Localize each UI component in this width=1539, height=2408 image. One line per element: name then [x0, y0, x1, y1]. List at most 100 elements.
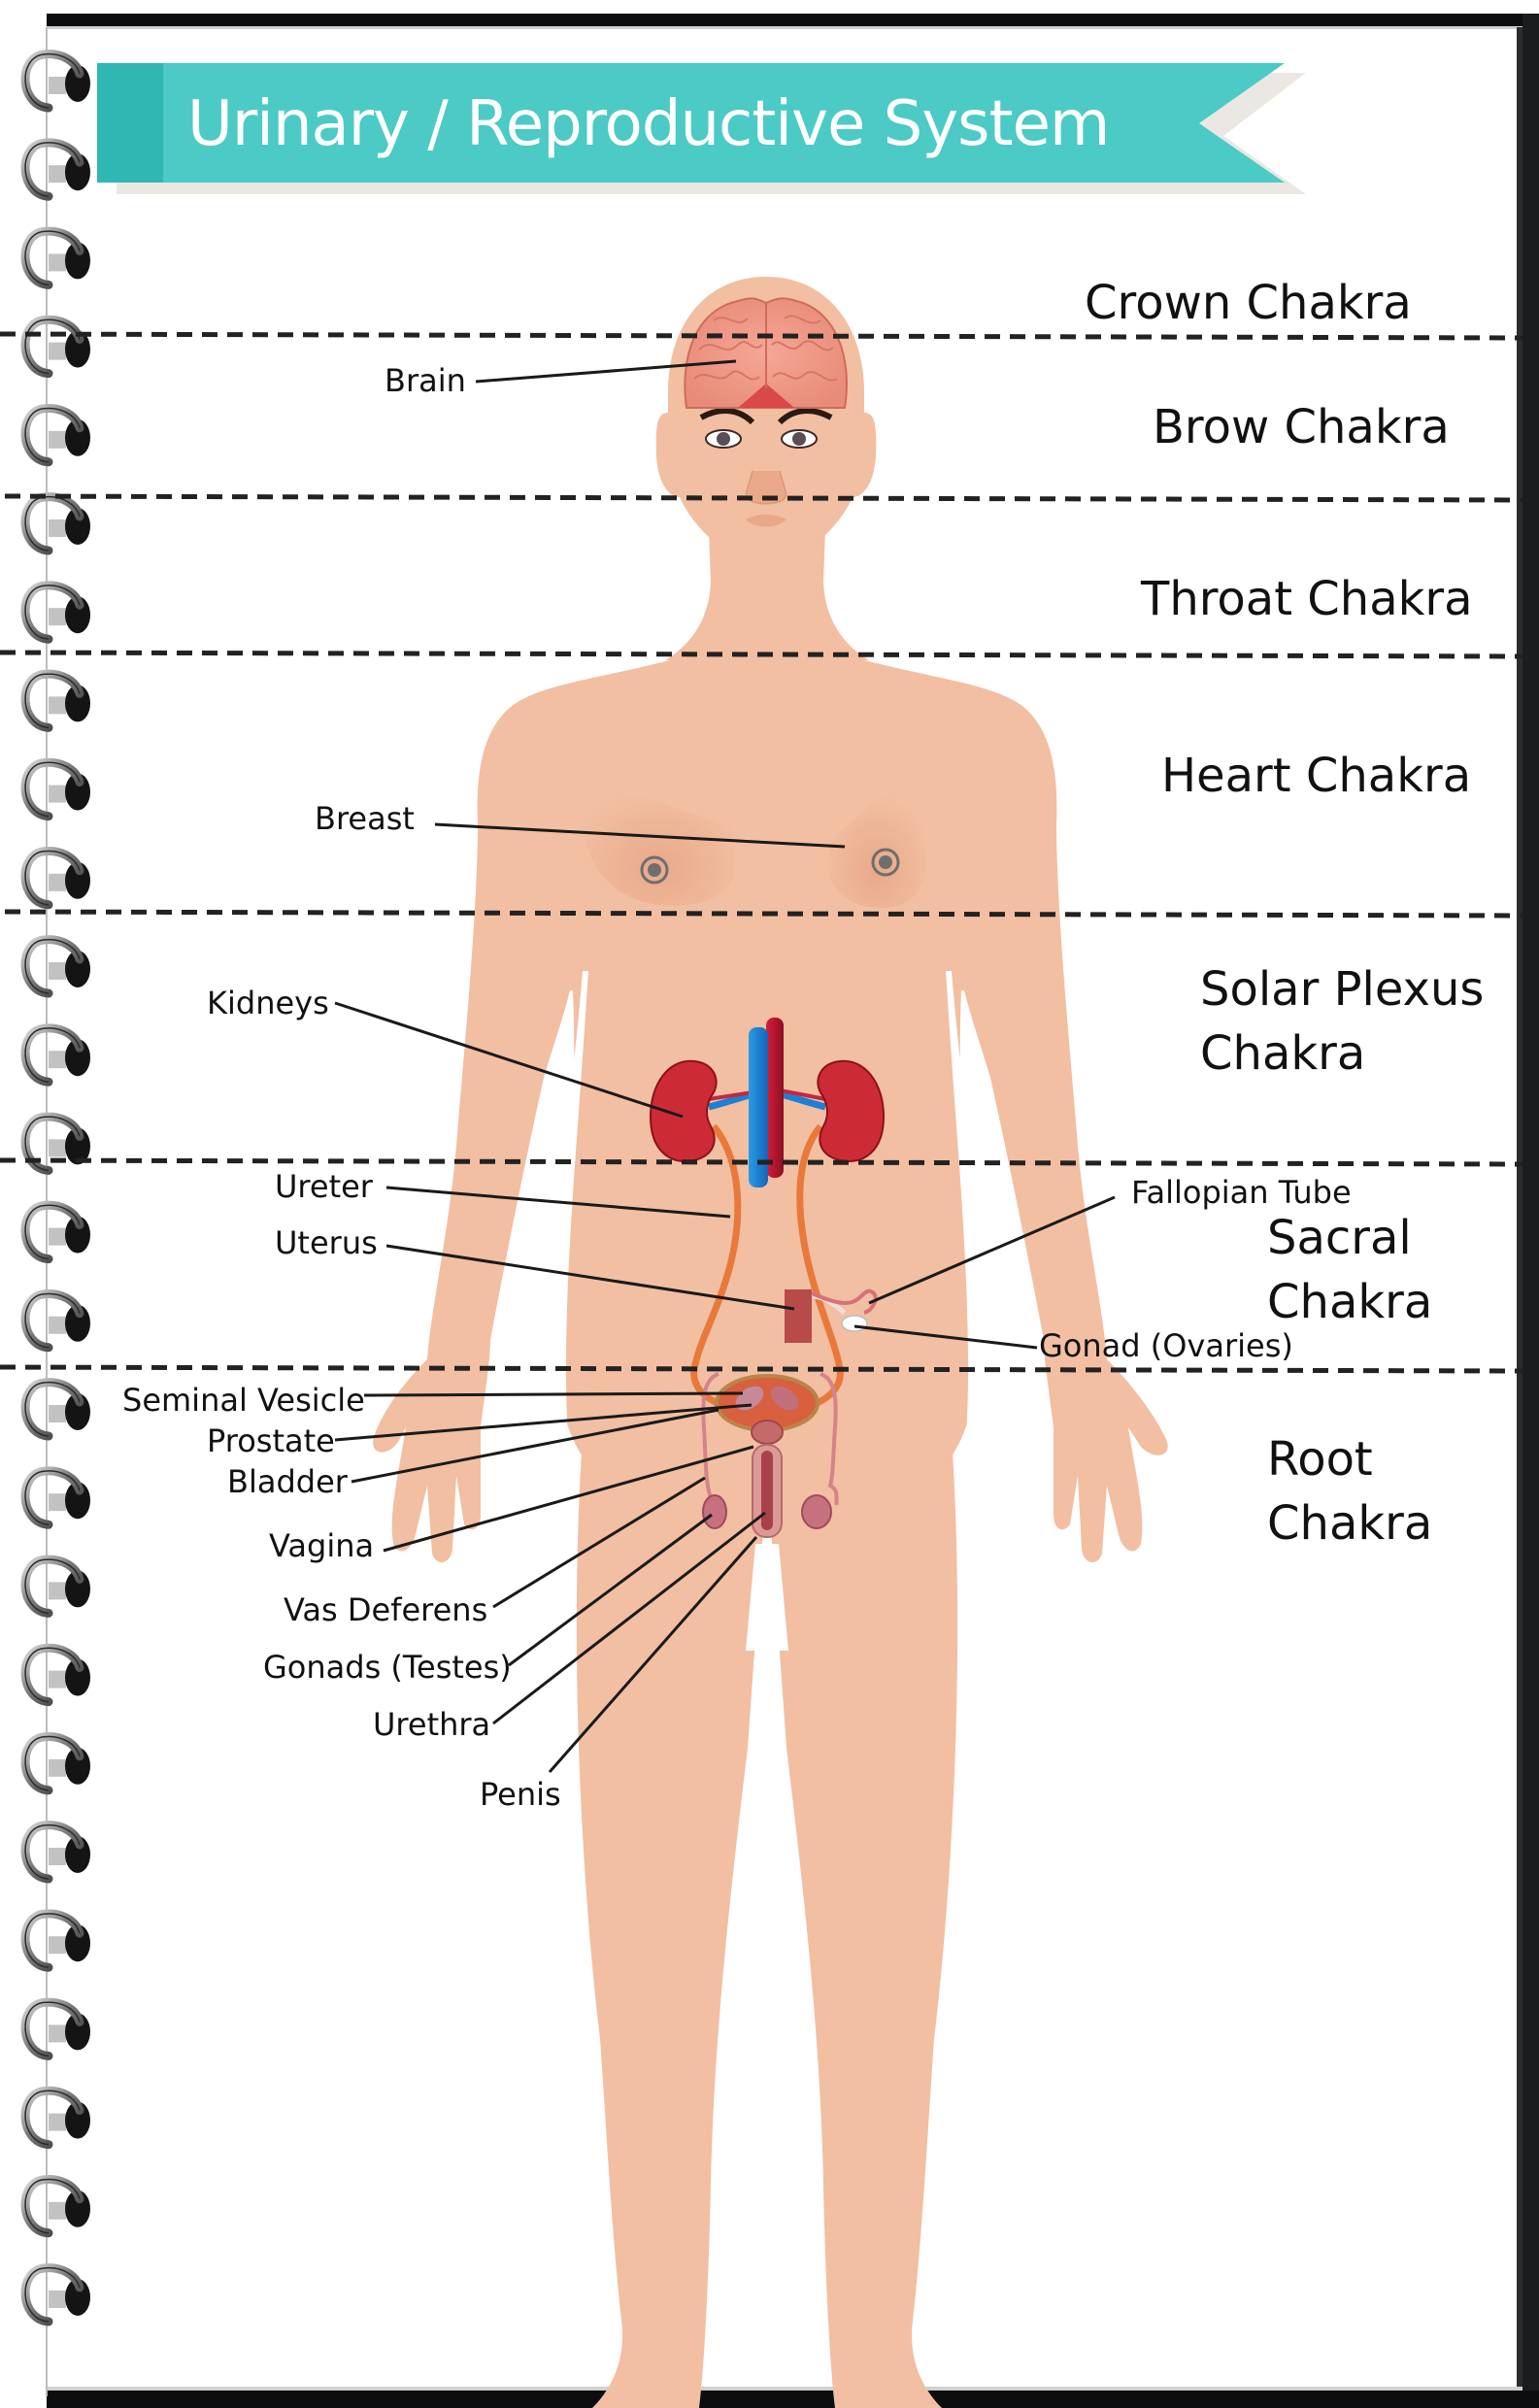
chakra-crown-line-1: Crown Chakra	[1085, 276, 1412, 330]
chakra-label-solar-plexus: Solar Plexus Chakra	[1200, 957, 1484, 1086]
chakra-sacral-line-2: Chakra	[1267, 1275, 1433, 1329]
chakra-solar-plexus-line-2: Chakra	[1200, 1026, 1366, 1081]
spiral-ring-icon	[20, 315, 90, 379]
label-ureter: Ureter	[275, 1168, 373, 1205]
label-prostate: Prostate	[207, 1422, 335, 1459]
spiral-ring-icon	[20, 1732, 90, 1795]
chakra-dividers	[0, 331, 1523, 1374]
chakra-label-crown: Crown Chakra	[1085, 271, 1412, 335]
spiral-ring-icon	[20, 847, 90, 910]
divider-heart-solar	[4, 909, 1523, 919]
leader-vagina	[383, 1445, 754, 1553]
divider-sacral-root	[0, 1364, 1523, 1374]
spiral-ring-icon	[20, 1466, 90, 1529]
leader-lines	[334, 359, 1116, 1773]
right-iris	[792, 432, 806, 446]
label-urethra: Urethra	[373, 1706, 491, 1743]
leader-penis	[548, 1536, 758, 1773]
fallopian-tube	[811, 1288, 878, 1315]
label-gonad-ovaries: Gonad (Ovaries)	[1039, 1327, 1293, 1364]
leader-vas-deferens	[492, 1476, 706, 1609]
spiral-ring-icon	[20, 138, 90, 201]
prostate	[751, 1420, 784, 1445]
divider-brow-throat	[4, 493, 1523, 503]
leader-testes	[508, 1513, 713, 1667]
label-kidneys: Kidneys	[207, 985, 329, 1021]
seminal-vesicle-right	[770, 1386, 799, 1411]
chakra-label-sacral: Sacral Chakra	[1267, 1206, 1432, 1334]
right-nipple	[871, 848, 900, 877]
left-iris	[717, 432, 730, 446]
notebook-frame-bottom-edge	[47, 2387, 1522, 2391]
right-testis	[801, 1494, 832, 1529]
notebook-spine	[46, 27, 48, 2396]
vas-deferens-right	[820, 1372, 839, 1506]
leader-seminal-vesicle	[363, 1391, 744, 1397]
spiral-ring-icon	[20, 492, 90, 555]
right-eyebrow	[777, 408, 833, 425]
spiral-ring-icon	[20, 226, 90, 289]
mouth	[746, 514, 786, 527]
label-breast: Breast	[315, 800, 415, 837]
divider-solar-sacral	[0, 1157, 1523, 1167]
leader-ovaries	[853, 1324, 1038, 1350]
binding-rings	[20, 50, 90, 2326]
spiral-ring-icon	[20, 404, 90, 467]
divider-throat-heart	[0, 650, 1523, 659]
ovary	[841, 1315, 868, 1332]
chakra-heart-line-1: Heart Chakra	[1161, 749, 1472, 803]
spiral-ring-icon	[20, 757, 90, 821]
left-kidney	[649, 1059, 718, 1162]
chakra-solar-plexus-line-1: Solar Plexus	[1200, 962, 1485, 1017]
aorta	[766, 1018, 784, 1178]
spiral-ring-icon	[20, 1023, 90, 1087]
right-kidney	[817, 1059, 886, 1162]
left-leg	[576, 1437, 767, 2408]
brain	[684, 297, 848, 409]
leader-breast	[434, 822, 846, 849]
notebook-frame-top-edge	[47, 26, 1522, 29]
divider-crown-brow	[0, 331, 1523, 341]
left-arm	[373, 704, 578, 1563]
right-arm-gap	[946, 971, 988, 1437]
spiral-ring-icon	[20, 2175, 90, 2238]
left-ureter	[690, 1123, 742, 1412]
spiral-ring-icon	[20, 50, 90, 113]
leader-prostate	[334, 1403, 753, 1442]
chakra-root-line-1: Root	[1267, 1432, 1373, 1487]
crotch-gap	[746, 1544, 788, 1651]
spiral-ring-icon	[20, 581, 90, 644]
spiral-ring-icon	[20, 2263, 90, 2326]
label-bladder: Bladder	[227, 1463, 348, 1500]
vas-deferens-left	[701, 1372, 719, 1501]
spiral-ring-icon	[20, 1289, 90, 1353]
notebook-frame-right	[1522, 14, 1539, 2408]
urethra	[761, 1451, 773, 1530]
title-ribbon-body	[97, 63, 1285, 183]
spiral-ring-icon	[20, 1643, 90, 1707]
chakra-label-throat: Throat Chakra	[1141, 567, 1473, 631]
leader-kidneys	[334, 1001, 684, 1119]
right-breast	[827, 782, 926, 908]
label-vas-deferens: Vas Deferens	[284, 1591, 488, 1628]
chakra-label-heart: Heart Chakra	[1161, 744, 1471, 808]
chakra-root-line-2: Chakra	[1267, 1496, 1433, 1551]
notebook-frame-top	[47, 14, 1539, 27]
left-testis	[702, 1494, 727, 1529]
left-breast	[580, 777, 736, 906]
label-penis: Penis	[480, 1776, 561, 1813]
notebook-frame-right-edge	[1517, 27, 1522, 2387]
spiral-ring-icon	[20, 935, 90, 998]
leader-bladder	[351, 1408, 719, 1484]
chakra-sacral-line-1: Sacral	[1267, 1211, 1412, 1265]
brain-stem	[738, 384, 794, 408]
leader-fallopian	[868, 1195, 1116, 1305]
spiral-ring-icon	[20, 2086, 90, 2150]
leader-brain	[475, 359, 737, 384]
right-leg	[767, 1437, 958, 2408]
label-brain: Brain	[385, 362, 466, 399]
face	[699, 408, 833, 527]
urinary-organs	[649, 1018, 886, 1412]
spiral-ring-icon	[20, 1555, 90, 1618]
spiral-ring-icon	[20, 1821, 90, 1884]
